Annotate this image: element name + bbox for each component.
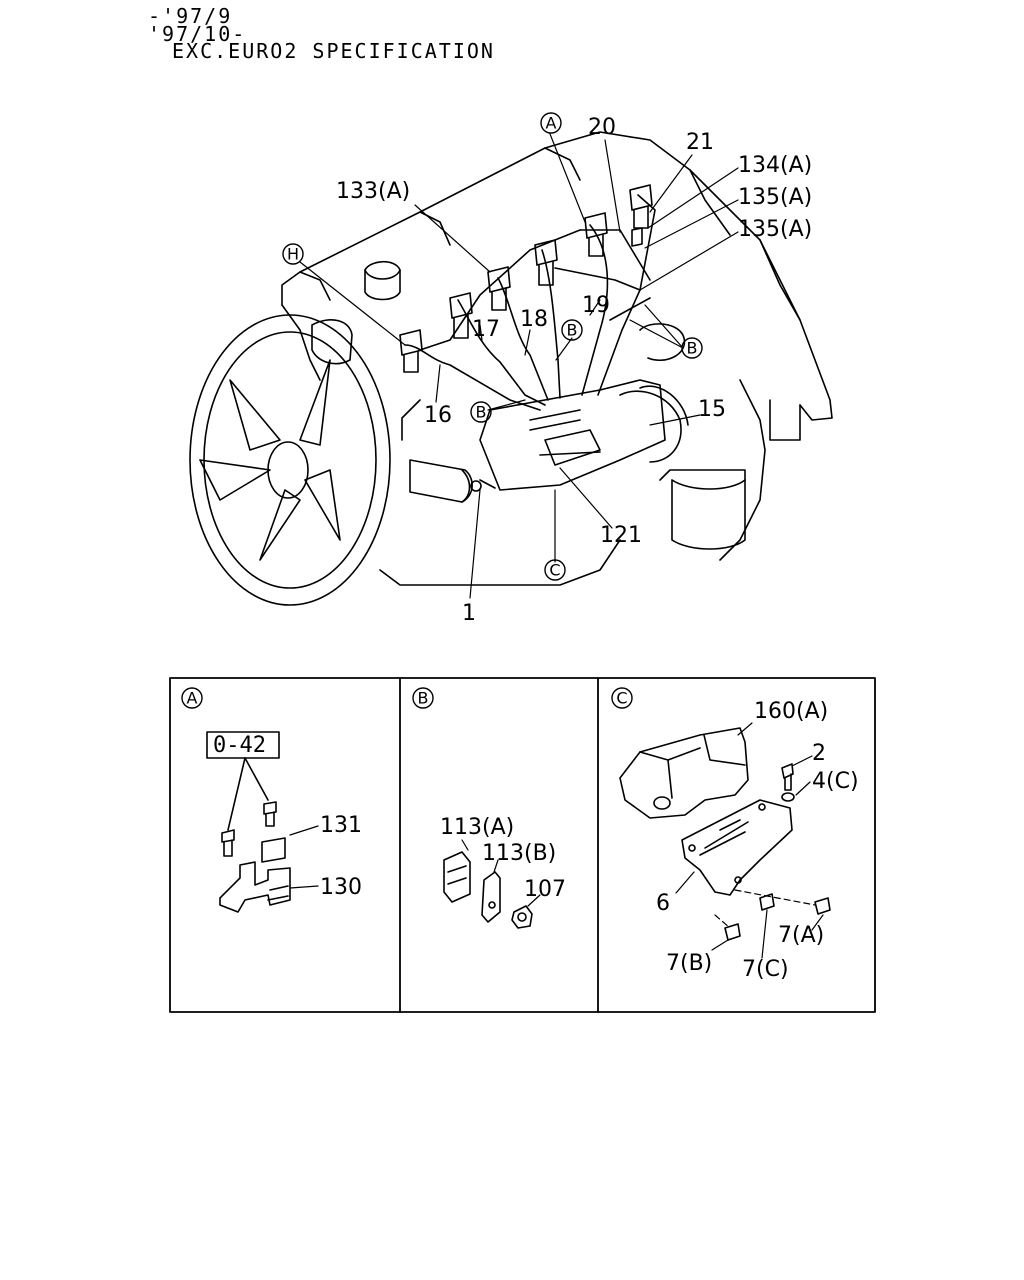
panel-a-letter: A [187, 689, 198, 708]
callout-135a-upper: 135(A) [738, 185, 812, 210]
callout-19: 19 [582, 293, 610, 318]
panel-b-parts [443, 839, 541, 929]
injectors [399, 184, 653, 373]
panel-c-part-2: 2 [812, 741, 826, 766]
panel-c-part-4c: 4(C) [812, 769, 859, 794]
ref-circle-a-label: A [546, 114, 557, 133]
engine-block [281, 131, 833, 586]
header-date-range-1: -'97/9 [148, 4, 233, 28]
callout-135a-lower: 135(A) [738, 217, 812, 242]
cooling-fan [189, 314, 391, 606]
callout-134a: 134(A) [738, 153, 812, 178]
ref-circle-b-label: B [567, 321, 578, 340]
reference-circles [181, 112, 703, 709]
panel-c-letter: C [616, 689, 627, 708]
detail-panels-frame [169, 677, 876, 1013]
panel-c-part-7b: 7(B) [666, 951, 712, 976]
callout-21: 21 [686, 130, 714, 155]
callout-121: 121 [600, 523, 642, 548]
callout-18: 18 [520, 307, 548, 332]
header-date-range-2: '97/10- [148, 22, 247, 46]
panel-c-part-160a: 160(A) [754, 699, 828, 724]
callout-16: 16 [424, 403, 452, 428]
panel-a-part-131: 131 [320, 813, 362, 838]
ref-circle-b-label: B [476, 403, 487, 422]
panel-a-boxed-reference: 0-42 [213, 733, 266, 758]
panel-a-parts [206, 731, 319, 913]
ref-circle-h-label: H [287, 245, 299, 264]
panel-b-part-113a: 113(A) [440, 815, 514, 840]
panel-c-part-7c: 7(C) [742, 957, 789, 982]
leader-lines [299, 133, 739, 599]
panel-c-part-6: 6 [656, 891, 670, 916]
callout-133a: 133(A) [336, 179, 410, 204]
ref-circle-b-label: B [687, 339, 698, 358]
panel-b-part-113b: 113(B) [482, 841, 556, 866]
callout-1: 1 [462, 601, 476, 626]
callout-20: 20 [588, 115, 616, 140]
header-specification: EXC.EURO2 SPECIFICATION [172, 39, 495, 63]
callout-17: 17 [472, 317, 500, 342]
panel-c-parts [619, 722, 831, 959]
callout-15: 15 [698, 397, 726, 422]
panel-c-part-7a: 7(A) [778, 923, 824, 948]
panel-b-part-107: 107 [524, 877, 566, 902]
panel-b-letter: B [418, 689, 429, 708]
panel-a-part-130: 130 [320, 875, 362, 900]
ref-circle-c-label: C [549, 561, 560, 580]
